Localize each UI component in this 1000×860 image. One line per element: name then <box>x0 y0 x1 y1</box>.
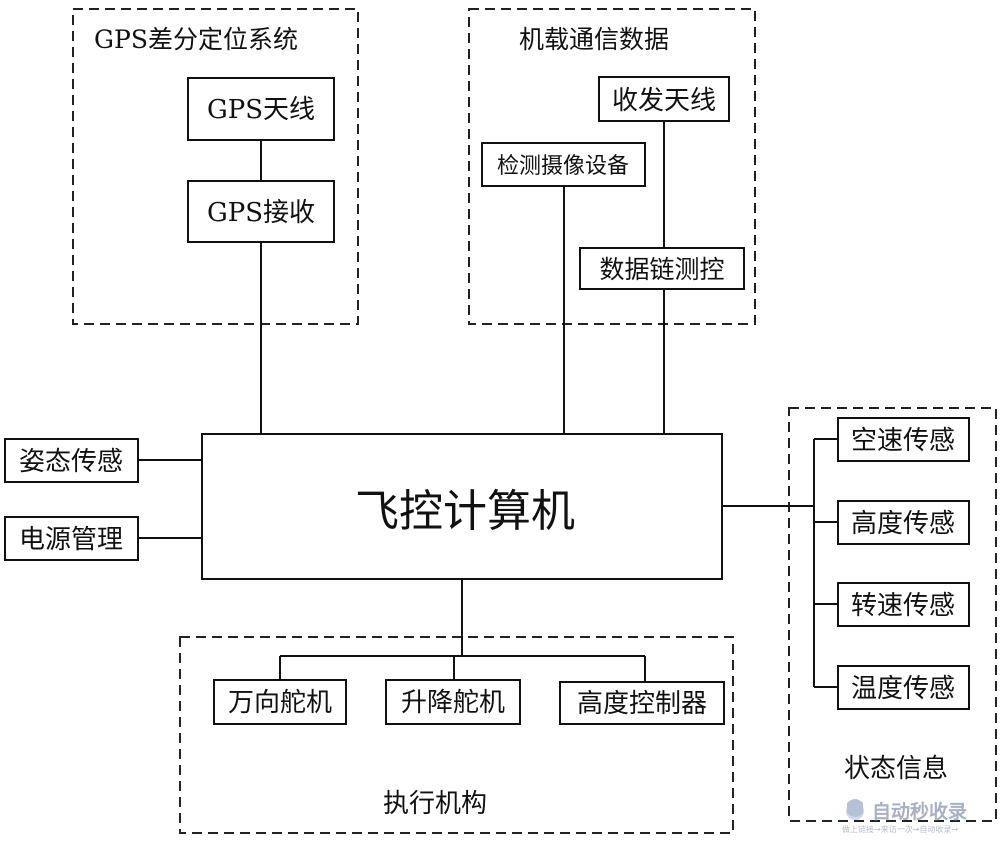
gps-antenna-box: GPS天线 <box>187 77 335 141</box>
actuators-title: 执行机构 <box>383 789 487 819</box>
connection-lines <box>138 121 838 688</box>
gimbal-servo-box: 万向舵机 <box>213 679 347 725</box>
watermark-logo-text: 自动秒收录 <box>872 800 967 823</box>
transceiver-antenna-label: 收发天线 <box>612 86 716 116</box>
airspeed-sensor-box: 空速传感 <box>837 417 970 462</box>
watermark: 自动秒收录 做上链接→来访一次→自动收录→ <box>842 799 967 834</box>
comm-data-group <box>468 8 756 325</box>
gps-antenna-label: GPS天线 <box>207 95 315 125</box>
power-mgmt-box: 电源管理 <box>4 516 139 561</box>
altitude-controller-box: 高度控制器 <box>559 681 725 725</box>
flight-computer-label: 飞控计算机 <box>355 486 575 537</box>
actuators-group <box>179 636 734 834</box>
altitude-sensor-box: 高度传感 <box>837 500 970 545</box>
gps-system-title: GPS差分定位系统 <box>94 25 298 54</box>
temp-sensor-label: 温度传感 <box>851 674 955 704</box>
transceiver-antenna-box: 收发天线 <box>598 76 730 122</box>
rpm-sensor-box: 转速传感 <box>837 582 970 627</box>
rpm-sensor-label: 转速传感 <box>851 591 955 621</box>
gps-receiver-label: GPS接收 <box>207 198 315 228</box>
comm-data-title: 机载通信数据 <box>519 25 669 54</box>
lift-servo-label: 升降舵机 <box>401 688 505 718</box>
gimbal-servo-label: 万向舵机 <box>228 688 332 718</box>
watermark-tagline: 做上链接→来访一次→自动收录→ <box>842 824 958 834</box>
datalink-box: 数据链测控 <box>579 247 745 290</box>
altitude-sensor-label: 高度传感 <box>851 509 955 539</box>
temp-sensor-box: 温度传感 <box>837 665 970 710</box>
lift-servo-box: 升降舵机 <box>385 679 521 725</box>
attitude-sensor-label: 姿态传感 <box>19 447 123 477</box>
datalink-label: 数据链测控 <box>599 255 724 284</box>
gps-system-group <box>72 8 359 325</box>
camera-label: 检测摄像设备 <box>497 154 629 179</box>
gps-receiver-box: GPS接收 <box>187 180 335 243</box>
altitude-controller-label: 高度控制器 <box>577 689 707 719</box>
status-info-title: 状态信息 <box>844 754 948 784</box>
status-info-group <box>788 407 997 822</box>
camera-box: 检测摄像设备 <box>481 142 646 187</box>
watermark-logo-icon <box>846 799 864 820</box>
power-mgmt-label: 电源管理 <box>19 525 123 555</box>
airspeed-sensor-label: 空速传感 <box>851 426 955 456</box>
attitude-sensor-box: 姿态传感 <box>4 438 139 483</box>
flight-computer-box: 飞控计算机 <box>201 433 723 580</box>
